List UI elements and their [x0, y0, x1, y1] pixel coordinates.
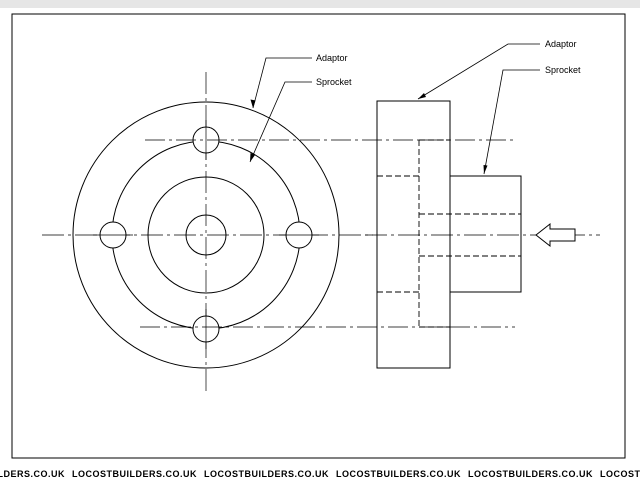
watermark-text-4: LOCOSTBUILDERS.CO.UK	[336, 469, 461, 479]
front-sprocket-label: Sprocket	[316, 77, 352, 87]
bore-circle	[185, 214, 227, 256]
watermark-bottom: LOCOSTBUILDERS.CO.UK LOCOSTBUILDERS.CO.U…	[0, 469, 640, 479]
watermark-text-1: LOCOSTBUILDERS.CO.UK	[0, 469, 65, 479]
adaptor-flange	[376, 100, 451, 369]
watermark-text-3: LOCOSTBUILDERS.CO.UK	[204, 469, 329, 479]
front-sprocket-arrowhead	[250, 153, 255, 162]
watermark-top	[0, 0, 640, 8]
side-adaptor-arrowhead	[418, 93, 426, 99]
hidden-lines	[377, 139, 521, 328]
front-view	[42, 57, 515, 395]
side-adaptor-label: Adaptor	[545, 39, 577, 49]
side-sprocket-label: Sprocket	[545, 65, 581, 75]
direction-arrow-icon	[535, 222, 576, 248]
watermark-text-6: LOCOSTBUILDERS.CO.UK	[600, 469, 640, 479]
watermark-text-2: LOCOSTBUILDERS.CO.UK	[72, 469, 197, 479]
side-sprocket-leader	[483, 69, 540, 175]
adaptor-outer-circle	[72, 101, 340, 369]
front-adaptor-label: Adaptor	[316, 53, 348, 63]
drawing-border	[11, 13, 626, 459]
side-view	[365, 43, 600, 369]
front-sprocket-leader	[249, 81, 312, 163]
front-adaptor-arrowhead	[250, 99, 256, 108]
watermark-text-5: LOCOSTBUILDERS.CO.UK	[468, 469, 593, 479]
side-sprocket-arrowhead	[483, 165, 488, 174]
front-adaptor-leader	[252, 57, 312, 109]
hub-circle	[147, 176, 265, 294]
adaptor-hub	[450, 175, 522, 293]
sprocket-circle	[111, 140, 301, 330]
side-adaptor-leader	[417, 43, 540, 100]
